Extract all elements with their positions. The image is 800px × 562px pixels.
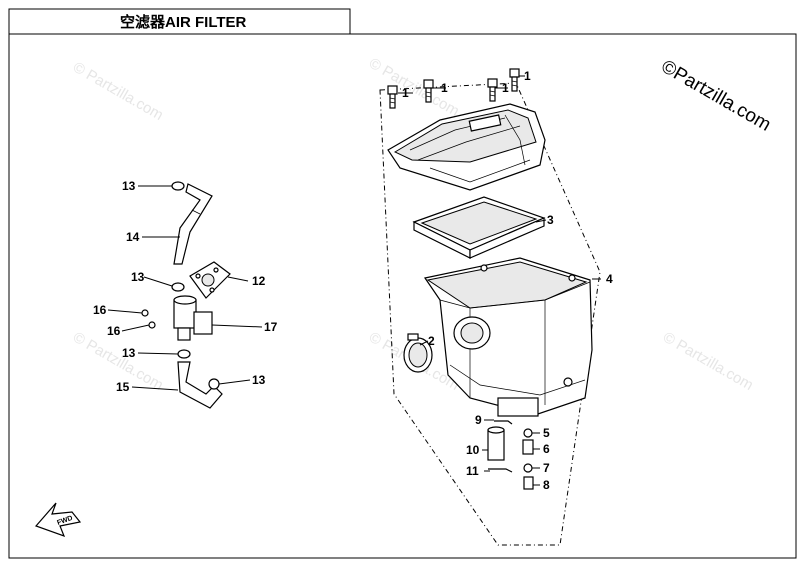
callout-11: 11 — [466, 464, 479, 478]
filter-cover — [387, 103, 546, 191]
callout-10: 10 — [466, 443, 480, 457]
callout-6: 6 — [543, 442, 550, 456]
callout-4: 4 — [606, 272, 613, 286]
callout-5: 5 — [543, 426, 550, 440]
clamp-13-top — [171, 181, 185, 191]
callout-2: 2 — [428, 334, 435, 348]
diagram-title: 空滤器AIR FILTER — [120, 13, 247, 31]
callout-14: 14 — [126, 230, 140, 244]
clamp-13-mid — [171, 282, 185, 292]
bolt-1a — [387, 85, 398, 109]
callout-8: 8 — [543, 478, 550, 492]
callout-13-low: 13 — [122, 346, 136, 360]
gasket-12 — [189, 261, 231, 299]
callout-1-d: 1 — [524, 69, 531, 83]
bolt-group — [387, 68, 520, 109]
air-box — [423, 257, 593, 417]
filter-element — [412, 196, 546, 259]
callout-15: 15 — [116, 380, 130, 394]
clamp-13-end — [208, 378, 220, 390]
callout-13-top: 13 — [122, 179, 136, 193]
callout-12: 12 — [252, 274, 266, 288]
leader-lines — [107, 75, 601, 486]
valve-17 — [173, 295, 213, 341]
callout-16-b: 16 — [107, 324, 121, 338]
hose-clamp — [403, 333, 433, 373]
callout-7: 7 — [543, 461, 550, 475]
callout-9: 9 — [475, 413, 482, 427]
drain-parts — [487, 420, 534, 490]
bolt-1d — [509, 68, 520, 92]
diagram-frame — [8, 33, 797, 559]
watermark-main: ©Partzilla.com — [658, 56, 775, 136]
callout-13-end: 13 — [252, 373, 266, 387]
callout-3: 3 — [547, 213, 554, 227]
bolt-1c — [487, 78, 498, 102]
callout-17: 17 — [264, 320, 278, 334]
callout-1-c: 1 — [502, 81, 509, 95]
fwd-arrow-icon: FWD — [34, 502, 82, 538]
watermark-faint-1: © Partzilla.com — [70, 59, 166, 124]
callout-13-mid: 13 — [131, 270, 145, 284]
bolt-1b — [423, 79, 434, 103]
hose-14 — [173, 183, 213, 265]
callout-numbers: 1 1 1 1 2 3 4 5 6 7 8 9 10 11 12 13 13 1… — [93, 69, 613, 492]
title-box — [8, 8, 351, 35]
clamp-13-low — [177, 349, 191, 359]
callout-16-a: 16 — [93, 303, 107, 317]
callout-1-b: 1 — [441, 81, 448, 95]
callout-1-a: 1 — [402, 86, 409, 100]
watermark-faint-5: © Partzilla.com — [660, 329, 756, 394]
